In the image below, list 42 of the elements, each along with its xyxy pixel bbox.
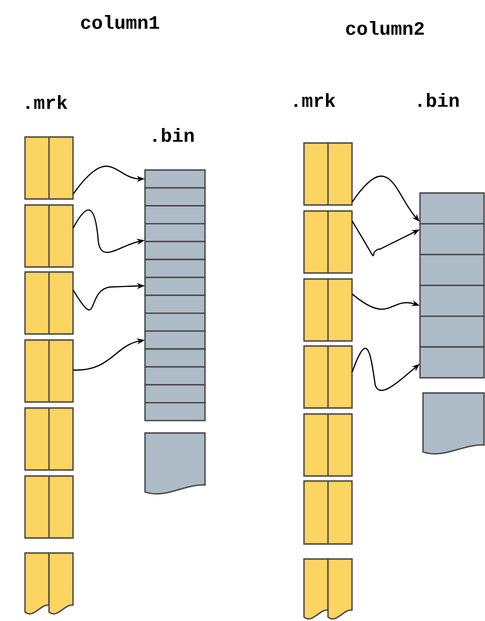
block-bar <box>144 205 206 224</box>
block-bar <box>144 366 206 386</box>
granule-box <box>24 136 74 200</box>
granule-box <box>24 475 74 539</box>
block-bar <box>144 312 206 332</box>
block-bar <box>419 284 485 317</box>
granule-box <box>24 271 74 335</box>
granule-box <box>24 407 74 471</box>
block-bar <box>419 346 485 378</box>
block-bar <box>419 192 485 224</box>
block-bar <box>144 294 206 314</box>
block-bar <box>144 169 206 189</box>
granule-box <box>303 345 353 409</box>
file-label: .bin <box>418 93 459 107</box>
granule-box <box>303 480 353 545</box>
block-bar <box>419 254 485 286</box>
granule-box <box>24 339 74 403</box>
file-label: .mrk <box>294 93 336 107</box>
torn-granule <box>303 558 353 620</box>
block-bar <box>144 402 206 422</box>
block-bar <box>419 223 485 256</box>
block-bar <box>144 330 206 350</box>
block-bar <box>419 316 485 348</box>
block-bar <box>144 348 206 368</box>
block-bar <box>144 240 206 260</box>
column-heading: column1 <box>81 15 160 29</box>
granule-box <box>303 413 353 477</box>
file-label: .bin <box>154 128 194 142</box>
torn-block <box>144 432 206 495</box>
block-bar <box>144 223 206 242</box>
granule-box <box>303 142 353 206</box>
block-bar <box>144 276 206 296</box>
torn-granule <box>24 552 74 615</box>
granule-box <box>303 210 353 274</box>
torn-block <box>422 392 485 455</box>
block-bar <box>144 187 206 206</box>
block-bar <box>144 258 206 278</box>
block-bar <box>144 384 206 404</box>
file-label: .mrk <box>26 95 68 109</box>
granule-box <box>303 278 353 342</box>
column-heading: column2 <box>346 21 424 35</box>
granule-box <box>24 204 74 268</box>
